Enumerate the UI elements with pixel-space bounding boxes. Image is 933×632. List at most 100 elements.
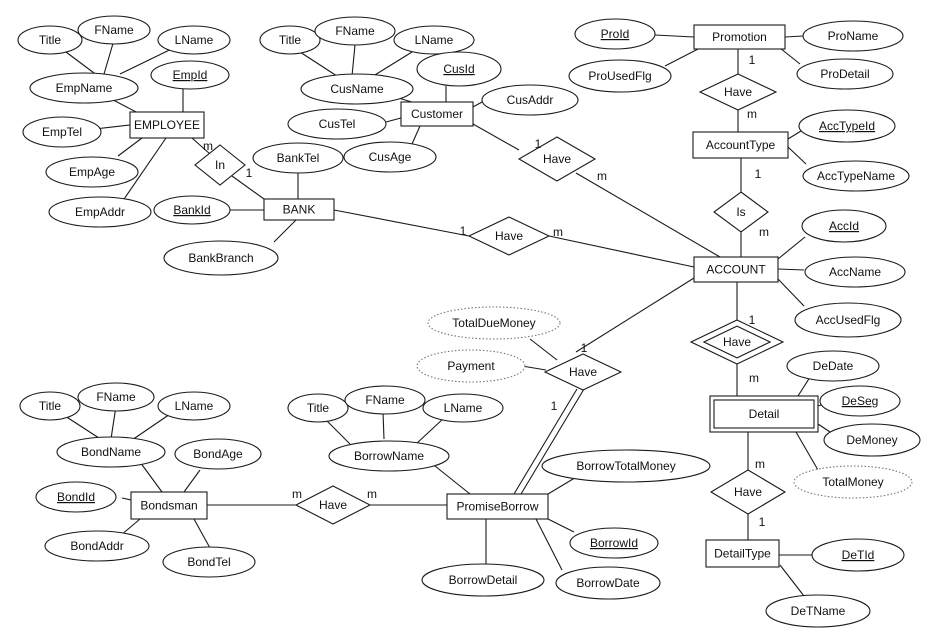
attribute-total-due[interactable]: TotalDueMoney	[427, 306, 561, 340]
attribute-cus-name[interactable]: CusName	[300, 73, 414, 105]
attribute-cus-age[interactable]: CusAge	[343, 141, 437, 173]
attribute-emp-lname[interactable]: LName	[157, 25, 231, 55]
attribute-acc-name[interactable]: AccName	[804, 256, 906, 288]
attribute-payment[interactable]: Payment	[416, 349, 526, 383]
attribute-de-seg[interactable]: DeSeg	[819, 385, 901, 417]
attribute-bank-tel[interactable]: BankTel	[252, 142, 344, 174]
entity-employee[interactable]: EMPLOYEE	[129, 111, 205, 139]
attribute-de-date[interactable]: DeDate	[786, 350, 880, 382]
relationship-r-have-dtype[interactable]: Have	[709, 469, 787, 515]
attribute-bor-total[interactable]: BorrowTotalMoney	[541, 449, 711, 483]
cardinality-c-promo-1: 1	[749, 53, 756, 67]
cardinality-c-in-emp: m	[203, 139, 213, 153]
entity-label: Detail	[749, 407, 780, 421]
attribute-pro-detail[interactable]: ProDetail	[796, 58, 894, 90]
entity-promotion[interactable]: Promotion	[693, 24, 786, 50]
attribute-bor-name[interactable]: BorrowName	[328, 440, 450, 472]
attribute-bank-branch[interactable]: BankBranch	[163, 240, 279, 276]
attribute-bor-title[interactable]: Title	[287, 393, 349, 423]
attribute-label: Title	[39, 33, 62, 47]
attribute-bond-age[interactable]: BondAge	[174, 438, 262, 470]
entity-bank[interactable]: BANK	[263, 198, 335, 221]
attribute-bor-detail[interactable]: BorrowDetail	[421, 563, 545, 597]
entity-detail[interactable]: Detail	[709, 395, 819, 433]
attribute-det-name[interactable]: DeTName	[765, 594, 871, 628]
attribute-bor-date[interactable]: BorrowDate	[555, 566, 661, 600]
attribute-cus-fname[interactable]: FName	[314, 16, 396, 46]
attribute-bond-lname[interactable]: LName	[157, 391, 231, 421]
attribute-label: ProDetail	[820, 67, 869, 81]
attribute-label: BorrowId	[590, 536, 638, 550]
cardinality-c-bond-l: m	[292, 487, 302, 501]
attribute-de-money[interactable]: DeMoney	[823, 423, 921, 457]
attribute-cus-lname[interactable]: LName	[393, 25, 475, 55]
entity-account[interactable]: ACCOUNT	[693, 256, 779, 283]
attribute-acc-id[interactable]: AccId	[801, 209, 887, 243]
attribute-label: BondName	[81, 445, 141, 459]
relationship-r-have-cust[interactable]: Have	[517, 136, 597, 182]
entity-detailtype[interactable]: DetailType	[705, 539, 780, 568]
attribute-acctype-name[interactable]: AccTypeName	[802, 160, 910, 192]
attribute-total-money[interactable]: TotalMoney	[793, 465, 913, 499]
relationship-r-have-bank[interactable]: Have	[467, 216, 551, 256]
attribute-label: CusAge	[369, 150, 412, 164]
attribute-label: CusAddr	[507, 93, 554, 107]
cardinality-c-in-bank: 1	[246, 166, 253, 180]
relationship-r-have-borrow[interactable]: Have	[543, 353, 623, 391]
relationship-r-have-detail[interactable]: Have	[689, 319, 785, 365]
attribute-emp-title[interactable]: Title	[17, 25, 83, 55]
attribute-acc-usedflg[interactable]: AccUsedFlg	[794, 302, 902, 338]
relationship-r-have-bond[interactable]: Have	[294, 485, 372, 525]
entity-customer[interactable]: Customer	[400, 101, 474, 127]
attribute-det-id[interactable]: DeTId	[811, 538, 905, 572]
attribute-label: DeTId	[842, 548, 875, 562]
attribute-bond-id[interactable]: BondId	[35, 481, 117, 513]
attribute-emp-id[interactable]: EmpId	[150, 60, 230, 90]
attribute-pro-id[interactable]: ProId	[574, 18, 656, 50]
attribute-label: LName	[175, 399, 214, 413]
attribute-label: EmpName	[56, 81, 113, 95]
entity-label: BANK	[283, 203, 316, 217]
attribute-cus-tel[interactable]: CusTel	[287, 108, 387, 140]
attribute-bor-id[interactable]: BorrowId	[569, 527, 659, 559]
attribute-bond-name[interactable]: BondName	[56, 436, 166, 468]
cardinality-c-borrow-acc: 1	[581, 341, 588, 355]
entity-accounttype[interactable]: AccountType	[692, 131, 789, 159]
entities: EMPLOYEE BANK Customer PromotionAccountType…	[129, 24, 819, 568]
attribute-bond-title[interactable]: Title	[19, 391, 81, 421]
attribute-bor-fname[interactable]: FName	[344, 385, 426, 415]
attribute-emp-fname[interactable]: FName	[77, 15, 151, 45]
attribute-cus-title[interactable]: Title	[259, 25, 321, 55]
attribute-bond-fname[interactable]: FName	[77, 382, 155, 412]
attribute-cus-id[interactable]: CusId	[416, 51, 502, 87]
attribute-pro-usedflg[interactable]: ProUsedFlg	[568, 59, 672, 93]
attribute-emp-tel[interactable]: EmpTel	[22, 116, 102, 148]
relationship-r-have-promo[interactable]: Have	[698, 73, 778, 111]
cardinality-c-is-1: 1	[755, 167, 762, 181]
attribute-label: LName	[175, 33, 214, 47]
attribute-bond-tel[interactable]: BondTel	[162, 546, 256, 578]
attribute-label: EmpTel	[42, 125, 82, 139]
cardinality-c-borrow-pb: 1	[551, 399, 558, 413]
entity-label: EMPLOYEE	[134, 118, 200, 132]
attribute-acctype-id[interactable]: AccTypeId	[798, 109, 896, 143]
relationship-r-is[interactable]: Is	[713, 191, 769, 233]
attribute-cus-addr[interactable]: CusAddr	[481, 84, 579, 116]
attribute-pro-name[interactable]: ProName	[802, 20, 904, 52]
cardinality-c-cust-1: 1	[535, 137, 542, 151]
attribute-bor-lname[interactable]: LName	[422, 393, 504, 423]
entity-bondsman[interactable]: Bondsman	[130, 491, 208, 520]
attribute-label: BondAge	[193, 447, 243, 461]
attribute-emp-name[interactable]: EmpName	[29, 72, 139, 104]
entity-label: AccountType	[706, 138, 776, 152]
attribute-bond-addr[interactable]: BondAddr	[44, 530, 150, 562]
attribute-bank-id[interactable]: BankId	[153, 195, 231, 225]
cardinality-c-promo-m: m	[747, 107, 757, 121]
entity-promiseborrow[interactable]: PromiseBorrow	[446, 493, 549, 520]
attribute-emp-age[interactable]: EmpAge	[45, 156, 139, 188]
relationship-r-in[interactable]: In	[194, 144, 246, 186]
attribute-emp-addr[interactable]: EmpAddr	[48, 196, 152, 228]
entity-label: DetailType	[714, 547, 771, 561]
